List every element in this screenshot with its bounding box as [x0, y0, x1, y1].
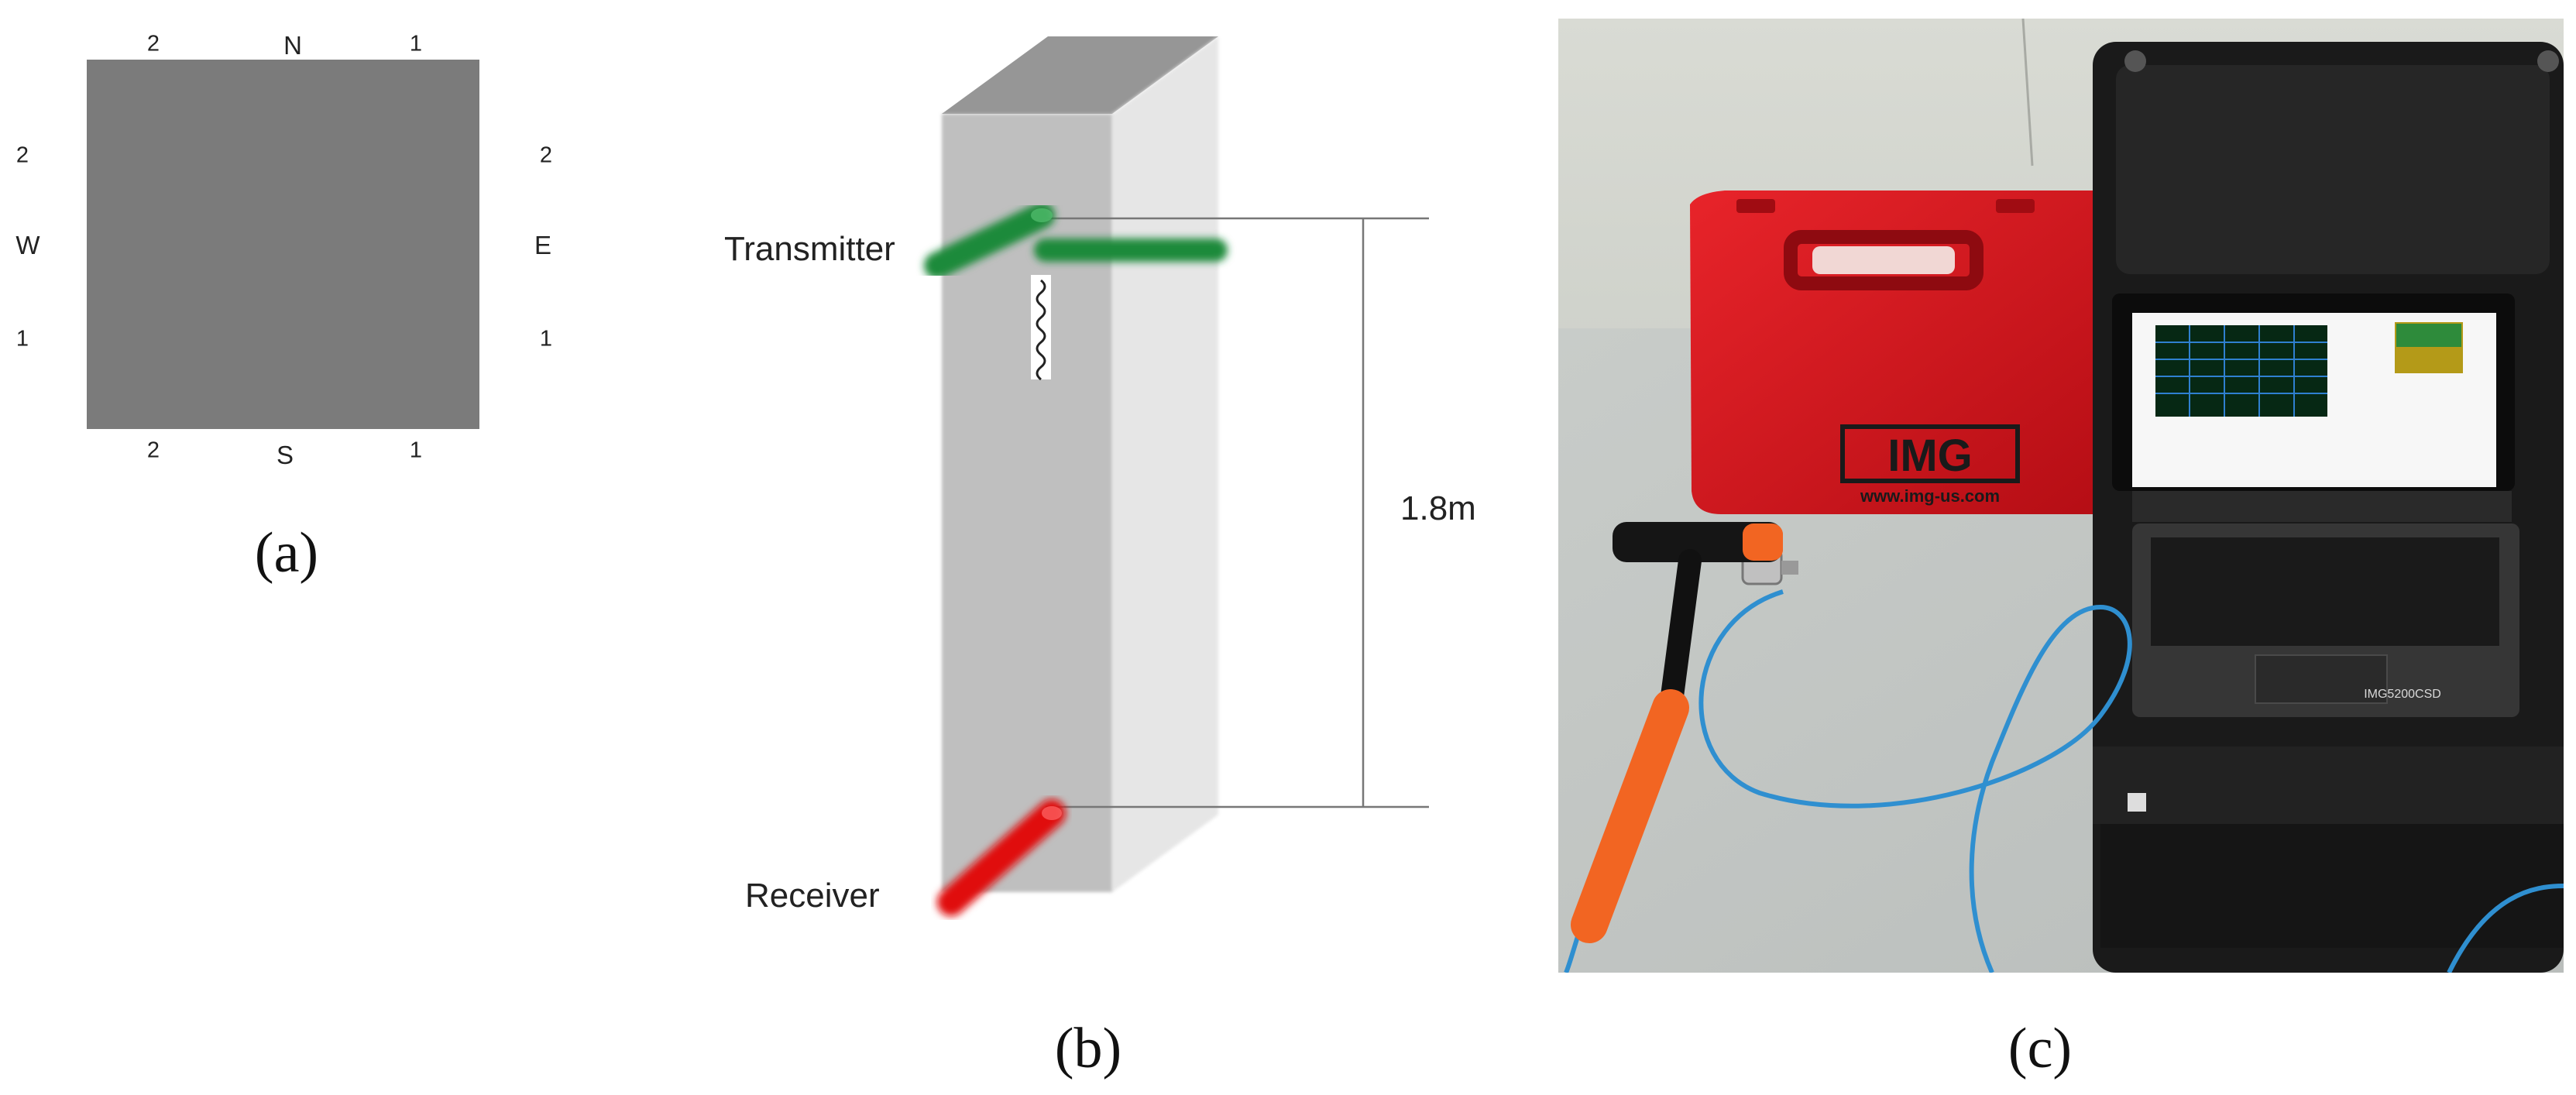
screen-grid: [2155, 325, 2327, 417]
device-model: IMG5200CSD: [2364, 688, 2441, 701]
caption-b: (b): [1054, 1017, 1122, 1080]
equipment-illustration: IMG www.img-us.com: [1558, 19, 2564, 973]
pile-cross-section-square: [87, 60, 479, 429]
case-brand: IMG: [1887, 431, 1973, 481]
red-case: [1690, 191, 2116, 514]
west-top-tick: 2: [15, 142, 29, 168]
north-label: N: [283, 31, 302, 60]
blue-cable-right: [2447, 884, 2564, 973]
north-left-tick: 2: [146, 31, 160, 57]
pile-top-face: [942, 36, 1218, 114]
receiver-highlight: [1042, 806, 1062, 820]
distance-label: 1.8m: [1400, 489, 1476, 527]
west-bottom-tick: 1: [15, 326, 29, 352]
receiver-label: Receiver: [745, 877, 880, 915]
wall-seam: [2021, 19, 2034, 166]
blue-cable: [1698, 589, 2132, 973]
east-top-tick: 2: [539, 142, 553, 168]
north-right-tick: 1: [409, 31, 423, 57]
transmitter-label: Transmitter: [724, 230, 895, 268]
south-label: S: [276, 441, 294, 469]
laptop: [2112, 293, 2519, 717]
caption-c: (c): [2008, 1017, 2073, 1080]
case-url: www.img-us.com: [1860, 486, 2000, 506]
east-label: E: [534, 231, 552, 259]
west-label: W: [15, 231, 40, 259]
south-left-tick: 2: [146, 438, 160, 463]
east-bottom-tick: 1: [539, 326, 553, 352]
panel-a: 2 N 1 2 W 1 2 E 1 2 S 1 (a): [0, 0, 589, 620]
impact-hammer: [1571, 522, 1783, 943]
pile-side-face: [1112, 36, 1218, 892]
pile-diagram: [924, 36, 1429, 916]
equipment-photo: IMG www.img-us.com: [1558, 19, 2564, 973]
signal-wave: [1036, 279, 1046, 381]
signal-wave-box: [1031, 275, 1051, 379]
transmitter-probe: [924, 202, 1228, 279]
caption-a: (a): [254, 521, 319, 585]
south-right-tick: 1: [409, 438, 423, 463]
receiver-probe: [937, 799, 1066, 916]
transmitter-highlight: [1031, 208, 1053, 222]
